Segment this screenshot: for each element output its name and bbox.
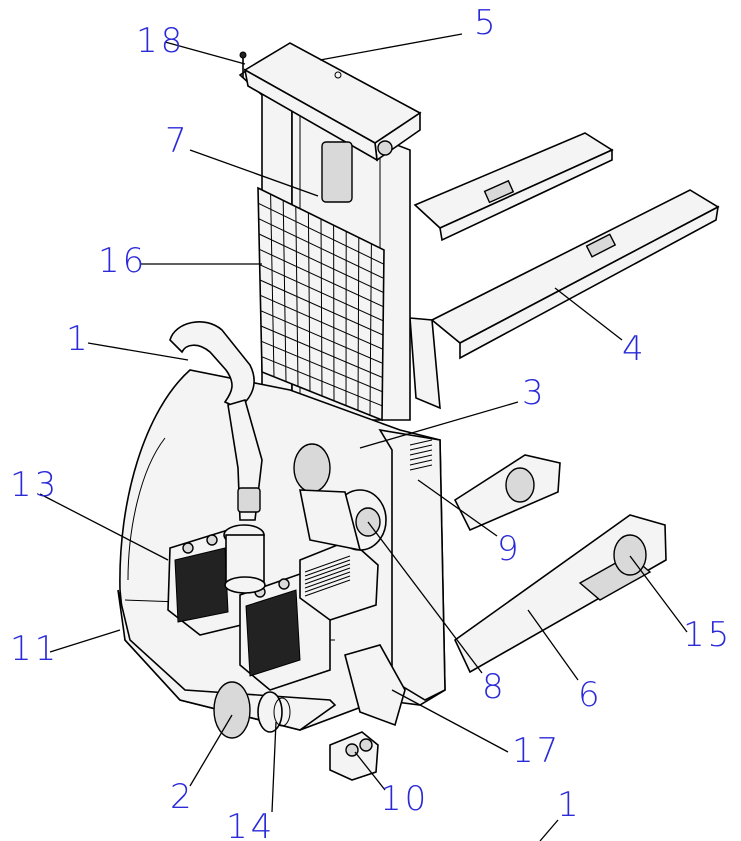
- leader-2: [189, 714, 233, 787]
- support-leg-left: [453, 454, 561, 532]
- leader-17: [391, 689, 509, 753]
- callout-14: 14: [226, 807, 275, 841]
- drive-wheel: [213, 681, 291, 739]
- leader-lines: [39, 33, 688, 841]
- callout-5: 5: [474, 3, 499, 43]
- leader-6: [527, 609, 579, 681]
- fork-carriage: [409, 317, 441, 410]
- fork-lower: [430, 179, 720, 360]
- callout-3: 3: [522, 373, 547, 413]
- callout-15: 15: [683, 615, 732, 655]
- leader-4: [554, 287, 623, 341]
- leader-9: [417, 479, 498, 537]
- callout-11: 11: [10, 629, 59, 669]
- leader-3: [359, 401, 519, 449]
- callout-7: 7: [165, 121, 190, 161]
- callout-1b: 1: [557, 785, 582, 825]
- load-backrest-grid: [257, 186, 385, 422]
- leader-15: [629, 555, 688, 633]
- callout-1a: 1: [66, 319, 91, 359]
- callout-2: 2: [170, 777, 195, 817]
- leader-8: [367, 521, 483, 674]
- leader-18: [164, 41, 246, 65]
- drive-motor: [293, 443, 387, 552]
- leader-10: [354, 751, 386, 791]
- support-leg-right: [453, 514, 667, 674]
- callout-17: 17: [512, 731, 561, 771]
- leader-1a: [87, 342, 189, 361]
- callout-16: 16: [98, 241, 147, 281]
- callout-6: 6: [578, 675, 603, 715]
- callout-10: 10: [380, 779, 429, 819]
- callout-13: 13: [10, 465, 59, 505]
- leader-11: [49, 629, 121, 653]
- callout-4: 4: [622, 329, 647, 369]
- side-panel-17: [344, 644, 406, 727]
- leader-7: [189, 149, 319, 197]
- callout-18: 18: [136, 21, 185, 61]
- leader-1b: [539, 819, 559, 841]
- callout-labels: 18 5 7 16 1 4 3 13 9 15 11 6 8 17 2 10 1…: [10, 3, 732, 841]
- callout-9: 9: [497, 529, 522, 569]
- leader-14: [271, 721, 277, 813]
- leader-13: [39, 493, 169, 561]
- leader-5: [319, 33, 463, 61]
- tiller-handle: [169, 321, 266, 594]
- callout-8: 8: [482, 667, 507, 707]
- stabilizer-caster: [329, 731, 379, 781]
- fork-upper: [413, 132, 614, 242]
